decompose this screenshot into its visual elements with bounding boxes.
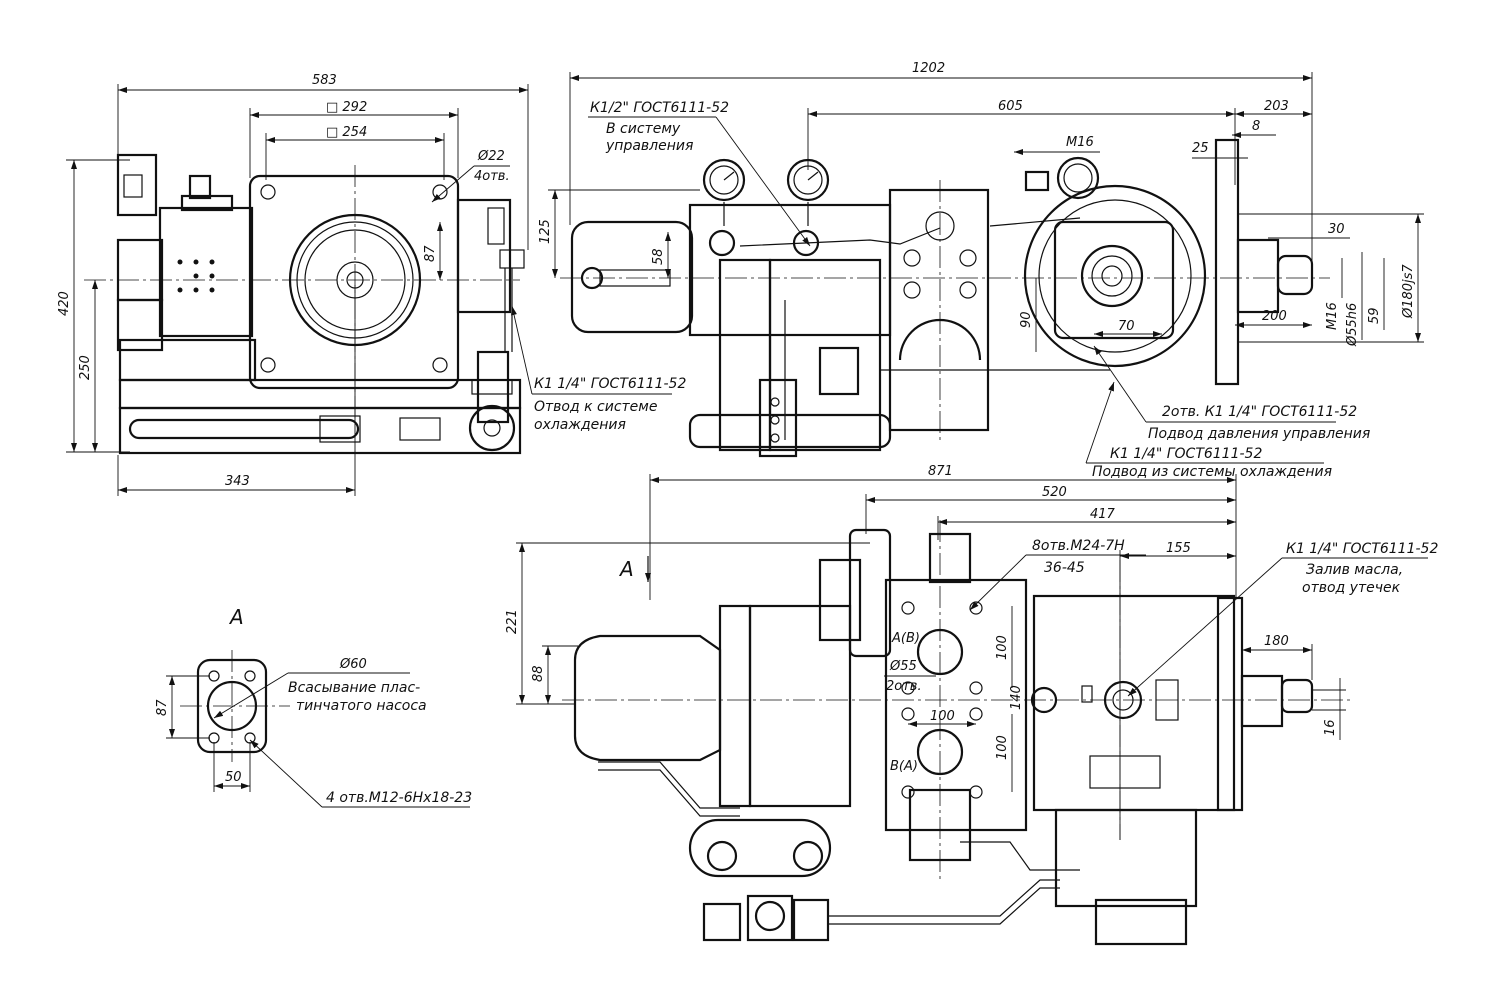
note-k12-l1: К1/2" ГОСТ6111-52	[590, 100, 729, 116]
note-press-l1: 2отв. К1 1/4" ГОСТ6111-52	[1162, 404, 1357, 420]
dim-59: 59	[1367, 307, 1382, 324]
note-k14-cool-l1: К1 1/4" ГОСТ6111-52	[534, 376, 686, 392]
dim-343: 343	[225, 474, 250, 489]
dim-2otv: 2отв.	[886, 679, 922, 694]
dim-520: 520	[1042, 485, 1067, 500]
dim-4otv: 4отв.	[474, 169, 510, 184]
port-ab: A(B)	[891, 631, 920, 646]
note-suction-l2: тинчатого насоса	[296, 698, 427, 714]
note-k12-l2: В систему	[606, 121, 681, 137]
dim-871: 871	[928, 464, 953, 479]
dim-605: 605	[998, 99, 1023, 114]
note-oil-l1: К1 1/4" ГОСТ6111-52	[1286, 541, 1438, 557]
dim-250: 250	[78, 355, 93, 380]
note-oil-l2: Залив масла,	[1306, 562, 1403, 578]
dim-420: 420	[57, 291, 72, 316]
dim-140: 140	[1009, 685, 1024, 710]
dim-221: 221	[505, 609, 520, 634]
end-view: 583 □ 292 □ 254 Ø22 4отв. 420 250 87 343	[57, 73, 686, 496]
dim-583: 583	[312, 73, 337, 88]
dim-55h6: Ø55h6	[1345, 303, 1360, 347]
dim-254: □ 254	[326, 125, 367, 140]
dim-1202: 1202	[912, 61, 945, 76]
note-oil-l3: отвод утечек	[1302, 580, 1401, 596]
front-view: 1202 605 203 8 25 M16 125 58	[538, 61, 1424, 480]
dim-200: 200	[1262, 309, 1287, 324]
port-ba: B(A)	[890, 759, 918, 774]
dim-100c: 100	[995, 735, 1010, 760]
dim-25: 25	[1192, 141, 1209, 156]
note-coolin-l2: Подвод из системы охлаждения	[1092, 464, 1332, 480]
note-k14-cool-l2: Отвод к системе	[534, 399, 657, 415]
view-a: A 87 50 Ø60 Всасывание плас- тинчатого н…	[155, 605, 472, 808]
dim-417: 417	[1090, 507, 1116, 522]
dim-203: 203	[1264, 99, 1289, 114]
dim-d60: Ø60	[339, 657, 367, 672]
dim-292: □ 292	[326, 100, 367, 115]
dim-8: 8	[1252, 119, 1260, 134]
dim-16: 16	[1323, 719, 1338, 736]
plan-view: 871 520 417 155 221 88 A	[505, 464, 1438, 946]
dim-180js7: Ø180js7	[1401, 264, 1416, 319]
view-a-arrow-label: A	[618, 557, 634, 581]
dim-m16a: M16	[1066, 135, 1094, 150]
dim-d55: Ø55	[889, 659, 917, 674]
dim-155: 155	[1166, 541, 1191, 556]
dim-30: 30	[1328, 222, 1345, 237]
dim-88: 88	[531, 665, 546, 682]
dim-87b: 87	[155, 699, 170, 716]
dim-100a: 100	[995, 635, 1010, 660]
dim-180: 180	[1264, 634, 1289, 649]
dim-m16b: M16	[1325, 302, 1340, 330]
dim-70: 70	[1118, 319, 1135, 334]
note-press-l2: Подвод давления управления	[1148, 426, 1370, 442]
note-thread-l2: 36-45	[1044, 560, 1085, 576]
note-coolin-l1: К1 1/4" ГОСТ6111-52	[1110, 446, 1262, 462]
note-k12-l3: управления	[605, 138, 693, 154]
dim-87a: 87	[423, 245, 438, 262]
dim-50: 50	[225, 770, 242, 785]
note-k14-cool-l3: охлаждения	[534, 417, 626, 433]
dim-100b: 100	[930, 709, 955, 724]
dim-d22: Ø22	[477, 149, 505, 164]
note-holes: 4 отв.М12-6Нх18-23	[326, 790, 472, 806]
note-thread-l1: 8отв.М24-7Н	[1032, 538, 1125, 554]
view-a-title: A	[228, 605, 244, 629]
note-suction-l1: Всасывание плас-	[288, 680, 420, 696]
dim-90: 90	[1019, 311, 1034, 328]
dim-125: 125	[538, 219, 553, 244]
dim-58: 58	[651, 248, 666, 265]
